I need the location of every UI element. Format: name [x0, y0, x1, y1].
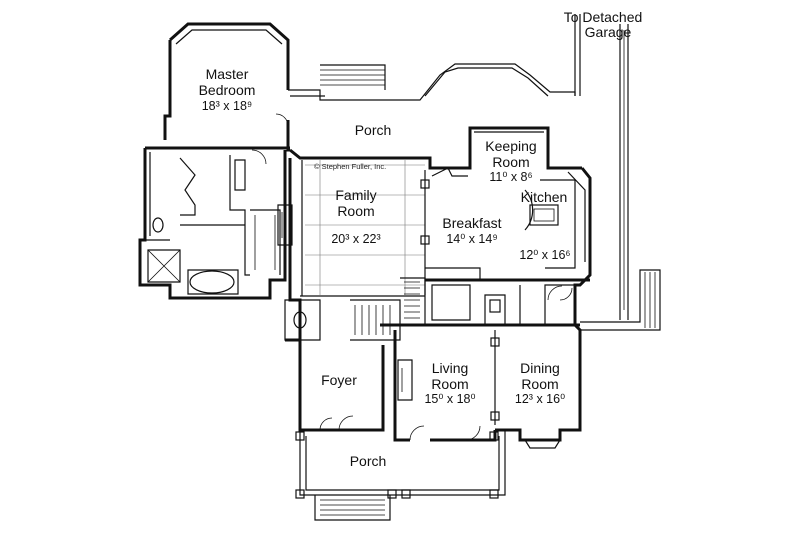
breakfast-dimensions: 14⁰ x 14⁹ — [446, 232, 497, 246]
family-room-label-line1: Family — [335, 187, 376, 203]
keeping-room-label-line2: Room — [492, 154, 529, 170]
master-bedroom-dimensions: 18³ x 18⁹ — [202, 99, 253, 113]
family-room-label-line2: Room — [337, 203, 374, 219]
designer-credit: © Stephen Fuller, Inc. — [314, 162, 386, 171]
master-bedroom-label-line2: Bedroom — [199, 82, 256, 98]
keeping-room-dimensions: 11⁰ x 8⁶ — [489, 170, 532, 184]
foyer-label: Foyer — [321, 372, 357, 388]
rear-porch-outline — [288, 14, 661, 331]
dining-room-dimensions: 12³ x 16⁰ — [515, 392, 565, 406]
garage-note-line1: To Detached — [564, 9, 643, 25]
keeping-room-label-line1: Keeping — [485, 138, 536, 154]
breakfast-label: Breakfast — [442, 215, 501, 231]
room-labels: © Stephen Fuller, Inc. Master Bedroom 18… — [199, 9, 643, 469]
family-room-dimensions: 20³ x 22³ — [331, 232, 380, 246]
living-room-dimensions: 15⁰ x 18⁰ — [424, 392, 475, 406]
front-rooms-walls — [319, 323, 582, 449]
master-bedroom-label-line1: Master — [206, 66, 249, 82]
kitchen-label: Kitchen — [521, 189, 568, 205]
rear-porch-label: Porch — [355, 122, 392, 138]
living-room-label-line1: Living — [432, 360, 469, 376]
garage-note-line2: Garage — [585, 24, 632, 40]
dining-room-label-line2: Room — [521, 376, 558, 392]
master-wing-walls — [138, 22, 290, 300]
living-room-label-line2: Room — [431, 376, 468, 392]
dining-room-label-line1: Dining — [520, 360, 560, 376]
front-porch-outline — [295, 430, 506, 521]
kitchen-dimensions: 12⁰ x 16⁶ — [519, 248, 570, 262]
front-porch-label: Porch — [350, 453, 387, 469]
main-body-walls — [277, 126, 592, 432]
